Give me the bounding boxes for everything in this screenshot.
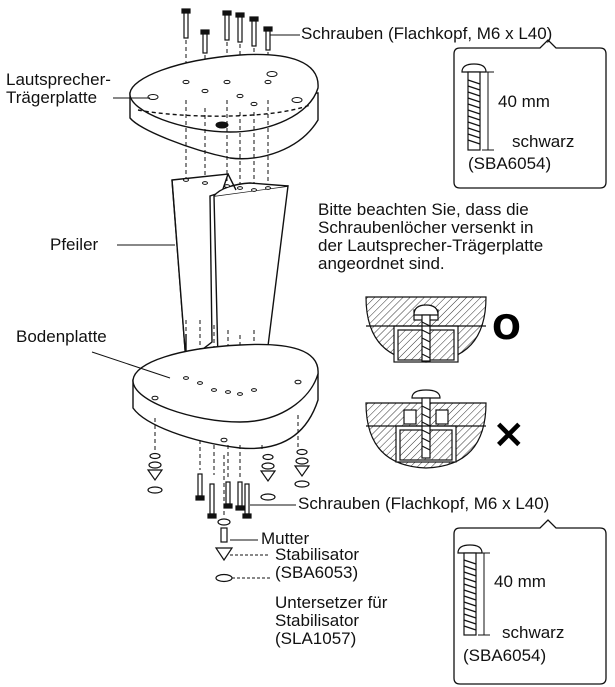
stabilizer-right bbox=[293, 448, 311, 488]
label-stabilizer-part: (SBA6053) bbox=[275, 563, 359, 582]
callout-top-frame bbox=[453, 39, 607, 189]
speaker-plate-holes bbox=[147, 71, 303, 129]
label-speaker-plate-line2: Trägerplatte bbox=[6, 88, 98, 107]
label-nut: Mutter bbox=[261, 529, 310, 548]
correct-mark: O bbox=[492, 308, 521, 348]
countersink-note: Bitte beachten Sie, dass die Schraubenlö… bbox=[318, 201, 543, 273]
callout-bottom-frame bbox=[453, 519, 607, 685]
bottom-screws bbox=[195, 473, 252, 519]
callout-bottom-length: 40 mm bbox=[494, 572, 546, 591]
callout-bottom-part: (SBA6054) bbox=[463, 646, 547, 665]
screw bbox=[200, 29, 210, 54]
label-stabilizer: Stabilisator bbox=[275, 545, 360, 564]
callout-bottom-color: schwarz bbox=[502, 623, 565, 642]
label-base-plate: Bodenplatte bbox=[16, 327, 107, 346]
section-correct bbox=[365, 296, 487, 363]
section-wrong bbox=[365, 389, 487, 469]
callout-top-length: 40 mm bbox=[498, 92, 550, 111]
callout-top-color: schwarz bbox=[512, 132, 575, 151]
screw bbox=[207, 483, 217, 519]
screw bbox=[235, 481, 245, 511]
stabilizer-detail bbox=[214, 518, 234, 583]
stabilizers bbox=[146, 448, 311, 583]
label-pillar: Pfeiler bbox=[50, 235, 99, 254]
base-plate-holes bbox=[151, 376, 302, 443]
screw bbox=[263, 26, 273, 51]
callout-top-part: (SBA6054) bbox=[468, 154, 552, 173]
label-coaster-part: (SLA1057) bbox=[275, 629, 357, 648]
wrong-mark: × bbox=[492, 411, 526, 457]
callout-bottom-screw bbox=[457, 544, 483, 636]
label-coaster-line1: Untersetzer für bbox=[275, 593, 388, 612]
screw bbox=[223, 481, 233, 509]
note-line-4: angeordnet sind. bbox=[318, 254, 445, 273]
callout-top-screw bbox=[461, 63, 487, 151]
base-plate bbox=[132, 343, 319, 450]
note-line-2: Schraubenlöcher versenkt in bbox=[318, 218, 534, 237]
pillar-holes bbox=[183, 178, 271, 192]
label-speaker-plate-line1: Lautsprecher- bbox=[6, 70, 111, 89]
label-screws-top: Schrauben (Flachkopf, M6 x L40) bbox=[301, 24, 553, 43]
plate-to-pillar-guides bbox=[185, 100, 269, 188]
screw bbox=[222, 10, 232, 41]
screw bbox=[235, 12, 245, 43]
stabilizer-left bbox=[146, 452, 164, 494]
label-screws-bottom: Schrauben (Flachkopf, M6 x L40) bbox=[298, 494, 550, 513]
screw bbox=[242, 483, 252, 519]
speaker-plate bbox=[129, 53, 319, 160]
stabilizer-middle bbox=[259, 453, 277, 501]
pillar bbox=[171, 173, 289, 371]
leader-base-plate bbox=[91, 351, 171, 379]
label-coaster-line2: Stabilisator bbox=[275, 611, 360, 630]
note-line-1: Bitte beachten Sie, dass die bbox=[318, 200, 529, 219]
screw bbox=[249, 16, 259, 47]
top-screws bbox=[181, 8, 273, 54]
callout-bottom-dimension bbox=[478, 552, 490, 636]
note-line-3: der Lautsprecher-Trägerplatte bbox=[318, 236, 544, 255]
callout-top-dimension bbox=[482, 71, 494, 151]
screw bbox=[181, 8, 191, 39]
detail-leaders bbox=[230, 539, 270, 579]
screw bbox=[195, 473, 205, 501]
